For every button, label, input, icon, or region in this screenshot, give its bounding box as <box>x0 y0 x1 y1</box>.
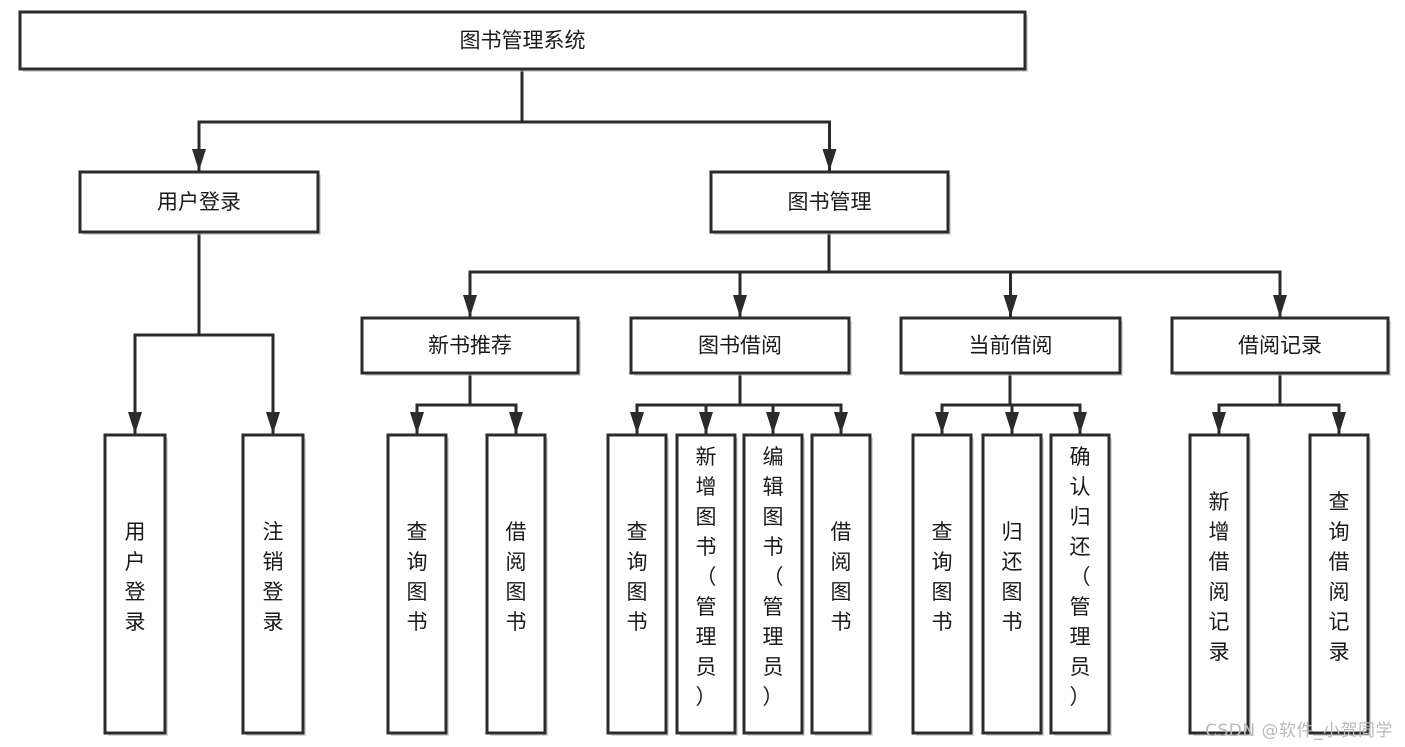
arrow-head-icon <box>822 149 837 171</box>
node-box[interactable] <box>1170 316 1390 375</box>
node-leaf-query-book-2[interactable]: 查询图书 <box>606 433 669 736</box>
arrow-head-icon <box>766 412 780 434</box>
node-layer: 图书管理系统用户登录图书管理新书推荐图书借阅当前借阅借阅记录用户登录注销登录查询… <box>18 10 1391 736</box>
node-label: 图书管理系统 <box>460 29 586 53</box>
node-current-borrow[interactable]: 当前借阅 <box>899 316 1123 376</box>
arrow-head-icon <box>630 412 644 434</box>
conn-currentborrow-to-leaves <box>935 371 1087 436</box>
node-box[interactable] <box>911 433 973 735</box>
node-box[interactable] <box>485 433 547 735</box>
arrow-head-icon <box>266 412 280 434</box>
conn-newbook-to-leaves <box>410 371 523 436</box>
arrow-head-icon <box>699 412 713 434</box>
node-label: 用户登录 <box>157 190 241 214</box>
node-box[interactable] <box>18 10 1027 71</box>
node-book-manage[interactable]: 图书管理 <box>709 170 951 235</box>
node-box[interactable] <box>629 316 851 375</box>
node-book-borrow[interactable]: 图书借阅 <box>629 316 852 376</box>
node-box[interactable] <box>675 433 737 735</box>
arrow-head-icon <box>463 295 477 317</box>
node-leaf-query-book-1[interactable]: 查询图书 <box>386 433 449 736</box>
node-label: 查询借阅记录 <box>1329 490 1350 664</box>
node-label: 注销登录 <box>263 520 284 634</box>
node-label: 查询图书 <box>627 520 648 634</box>
node-leaf-borrow-book-2[interactable]: 借阅图书 <box>810 433 873 736</box>
node-leaf-borrow-book-1[interactable]: 借阅图书 <box>485 433 548 736</box>
arrow-head-icon <box>733 295 747 317</box>
arrow-head-icon <box>834 412 848 434</box>
arrow-head-icon <box>1273 295 1287 317</box>
arrow-head-icon <box>1212 412 1226 434</box>
node-leaf-edit-book[interactable]: 编辑图书（管理员） <box>742 433 805 736</box>
node-box[interactable] <box>360 316 580 375</box>
csdn-watermark: CSDN @软件_小贺同学 <box>1205 721 1393 741</box>
arrow-head-icon <box>1005 412 1019 434</box>
arrow-head-icon <box>1073 412 1087 434</box>
node-box[interactable] <box>1308 433 1370 735</box>
conn-userlogin-to-leaves <box>128 230 280 436</box>
conn-borrowrecord-to-leaves <box>1212 371 1346 436</box>
node-box[interactable] <box>386 433 448 735</box>
node-box[interactable] <box>241 433 305 735</box>
arrow-head-icon <box>1003 295 1018 317</box>
node-borrow-record[interactable]: 借阅记录 <box>1170 316 1391 376</box>
node-leaf-query-record[interactable]: 查询借阅记录 <box>1308 433 1371 736</box>
node-leaf-query-book-3[interactable]: 查询图书 <box>911 433 974 736</box>
node-box[interactable] <box>1049 433 1111 735</box>
node-label: 新增图书（管理员） <box>696 445 717 709</box>
node-box[interactable] <box>709 170 950 234</box>
node-box[interactable] <box>78 170 320 234</box>
node-leaf-user-login[interactable]: 用户登录 <box>103 433 168 736</box>
node-label: 新书推荐 <box>428 334 512 358</box>
node-label: 图书管理 <box>788 190 872 214</box>
node-label: 当前借阅 <box>969 334 1053 358</box>
node-label: 图书借阅 <box>698 334 782 358</box>
node-label: 借阅图书 <box>831 520 852 634</box>
node-leaf-user-logout[interactable]: 注销登录 <box>241 433 306 736</box>
conn-root-to-level1 <box>192 67 837 173</box>
conn-bookmanage-to-level2 <box>463 230 1287 319</box>
arrow-head-icon <box>1332 412 1346 434</box>
arrow-head-icon <box>509 412 523 434</box>
node-leaf-return-book[interactable]: 归还图书 <box>981 433 1044 736</box>
node-box[interactable] <box>742 433 804 735</box>
node-label: 用户登录 <box>125 520 146 634</box>
arrow-head-icon <box>410 412 424 434</box>
node-box[interactable] <box>981 433 1043 735</box>
node-label: 借阅记录 <box>1238 334 1322 358</box>
node-label: 确认归还（管理员） <box>1070 445 1091 709</box>
conn-bookborrow-to-leaves <box>630 371 848 436</box>
node-label: 新增借阅记录 <box>1209 490 1230 664</box>
node-new-book-recommend[interactable]: 新书推荐 <box>360 316 581 376</box>
node-box[interactable] <box>103 433 167 735</box>
node-box[interactable] <box>1188 433 1250 735</box>
arrow-head-icon <box>128 412 142 434</box>
connector-layer <box>128 67 1346 436</box>
node-label: 编辑图书（管理员） <box>763 445 784 709</box>
node-box[interactable] <box>810 433 872 735</box>
node-user-login[interactable]: 用户登录 <box>78 170 321 235</box>
arrow-head-icon <box>935 412 949 434</box>
node-leaf-add-book[interactable]: 新增图书（管理员） <box>675 433 738 736</box>
node-leaf-add-record[interactable]: 新增借阅记录 <box>1188 433 1251 736</box>
node-label: 归还图书 <box>1002 520 1023 634</box>
node-label: 借阅图书 <box>506 520 527 634</box>
node-label: 查询图书 <box>407 520 428 634</box>
node-root-root[interactable]: 图书管理系统 <box>18 10 1028 72</box>
node-leaf-confirm-return[interactable]: 确认归还（管理员） <box>1049 433 1112 736</box>
node-box[interactable] <box>606 433 668 735</box>
arrow-head-icon <box>192 149 206 171</box>
node-label: 查询图书 <box>932 520 953 634</box>
node-box[interactable] <box>899 316 1122 375</box>
